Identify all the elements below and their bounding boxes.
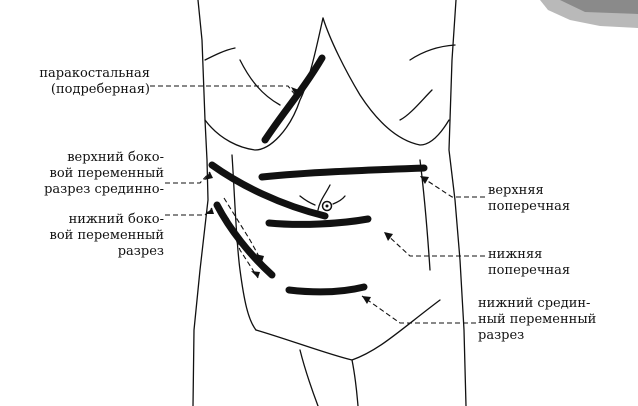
- label-upper-transverse: верхняя поперечная: [488, 183, 570, 215]
- label-upper-transverse-line2: поперечная: [488, 199, 570, 215]
- incision-lower-side: [217, 205, 272, 275]
- arrow-upper-trans: [420, 176, 429, 184]
- leader-lines: [150, 86, 485, 323]
- label-lower-side: нижний боко- вой переменный разрез: [4, 212, 164, 260]
- leader-lower-side: [165, 208, 212, 215]
- label-lower-transverse-line2: поперечная: [488, 263, 570, 279]
- arrowheads: [204, 87, 429, 304]
- incision-lower-midline: [289, 287, 364, 292]
- label-upper-side-line2: вой переменный: [4, 166, 164, 182]
- label-upper-side: верхний боко- вой переменный разрез сред…: [4, 150, 164, 198]
- arrow-side-2: [251, 271, 260, 278]
- label-upper-side-line1: верхний боко-: [4, 150, 164, 166]
- label-upper-side-line3: разрез срединно-: [4, 182, 164, 198]
- label-lower-transverse: нижняя поперечная: [488, 247, 570, 279]
- incision-upper-transverse: [262, 168, 424, 177]
- leader-upper-side: [165, 172, 210, 183]
- navel: [323, 202, 332, 211]
- label-paracostal-line1: паракостальная: [10, 66, 150, 82]
- arrow-lower-mid: [362, 296, 371, 304]
- label-lower-side-line3: разрез: [4, 244, 164, 260]
- label-paracostal: паракостальная (подреберная): [10, 66, 150, 98]
- label-lower-side-line1: нижний боко-: [4, 212, 164, 228]
- arrow-upper-side: [204, 172, 213, 180]
- leader-lower-trans: [384, 232, 485, 256]
- label-lower-transverse-line1: нижняя: [488, 247, 570, 263]
- leader-lower-mid: [362, 296, 476, 323]
- label-upper-transverse-line1: верхняя: [488, 183, 570, 199]
- label-lower-side-line2: вой переменный: [4, 228, 164, 244]
- label-lower-midline-line1: нижний средин-: [478, 296, 596, 312]
- label-lower-midline-line2: ный переменный: [478, 312, 596, 328]
- incision-paracostal: [265, 58, 322, 140]
- incision-lower-transverse: [269, 219, 368, 224]
- label-paracostal-line2: (подреберная): [10, 82, 150, 98]
- label-lower-midline-line3: разрез: [478, 328, 596, 344]
- corner-shade: [540, 0, 638, 28]
- label-lower-midline: нижний средин- ный переменный разрез: [478, 296, 596, 344]
- leader-paracostal: [150, 86, 296, 96]
